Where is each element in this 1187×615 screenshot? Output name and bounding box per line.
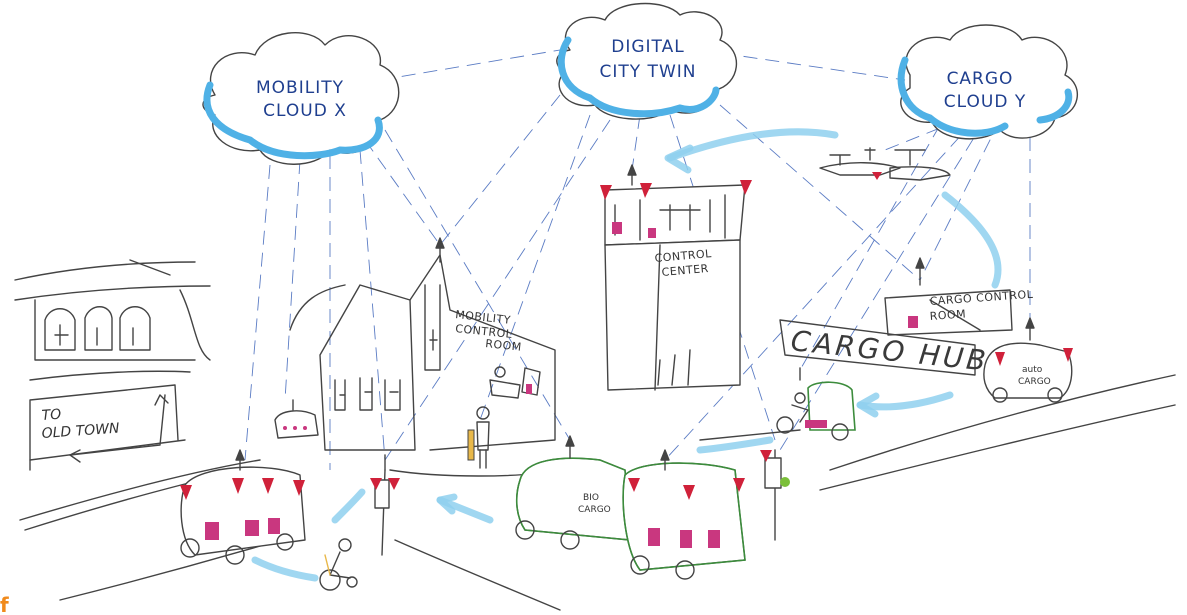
auto-cargo-line1: auto <box>1022 365 1043 375</box>
corner-mark: f <box>0 593 9 615</box>
mobility-room-line3: ROOM <box>485 337 523 354</box>
mobility-cloud: MOBILITY CLOUD X <box>202 31 400 165</box>
digital-twin-line1: DIGITAL <box>611 37 684 57</box>
digital-twin-cloud: DIGITAL CITY TWIN <box>556 2 737 120</box>
mobility-cloud-line2: CLOUD X <box>263 101 347 121</box>
mobility-room-line1: MOBILITY <box>455 308 512 327</box>
cargo-hub <box>779 257 1013 376</box>
network-links <box>244 44 1031 470</box>
digital-twin-line2: CITY TWIN <box>600 62 697 82</box>
auto-cargo-vehicle <box>983 317 1073 403</box>
cargo-cloud-line1: CARGO <box>947 69 1014 89</box>
mobility-control-building <box>289 237 556 469</box>
bio-cargo-vehicle <box>515 435 631 550</box>
auto-cargo-line2: CARGO <box>1018 377 1051 387</box>
cargo-bike <box>776 367 856 441</box>
street-post <box>370 454 400 556</box>
cargo-cloud-line2: CLOUD Y <box>944 92 1026 112</box>
cargo-room-line1: CARGO CONTROL <box>929 288 1034 308</box>
wheelchair-user <box>319 538 358 591</box>
cargo-room-line2: ROOM <box>929 307 966 323</box>
sign-line1: TO <box>41 407 62 424</box>
control-center-tower <box>600 164 752 391</box>
drones <box>819 147 951 181</box>
traffic-light <box>760 449 790 541</box>
control-center-line1: CONTROL <box>654 247 713 265</box>
mobility-cloud-line1: MOBILITY <box>256 78 344 98</box>
autonomous-shuttle-left <box>180 449 306 565</box>
control-center-line2: CENTER <box>661 262 709 279</box>
sign-line2: OLD TOWN <box>41 421 120 442</box>
cargo-cloud: CARGO CLOUD Y <box>897 24 1078 140</box>
mobility-room-line2: CONTROL <box>455 322 514 341</box>
old-town-buildings <box>14 259 211 471</box>
bio-cargo-line1: BIO <box>583 493 599 503</box>
flow-arrows <box>251 128 1002 582</box>
bio-cargo-line2: CARGO <box>578 505 611 515</box>
delivery-robot <box>274 399 319 439</box>
autonomous-shuttle-right <box>622 449 746 580</box>
